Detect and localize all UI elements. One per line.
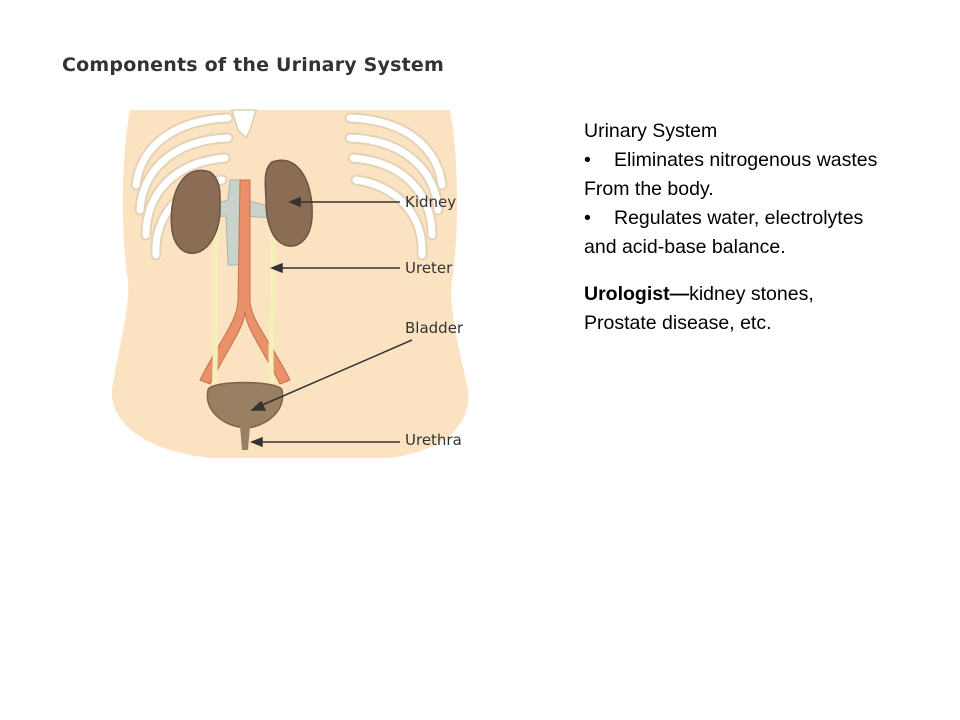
urologist-description: kidney stones, [689,283,814,305]
bullet-continuation: From the body. [584,178,714,200]
urologist-term: Urologist— [584,283,690,305]
bullet-symbol: • [584,207,591,229]
urologist-continuation: Prostate disease, etc. [584,312,772,334]
diagram-title: Components of the Urinary System [62,54,445,76]
text-panel: Urinary System • Eliminates nitrogenous w… [584,117,954,338]
bullet-text: Regulates water, electrolytes [614,207,864,229]
urologist-line: Urologist—kidney stones, [584,280,954,309]
bullet-text: Eliminates nitrogenous wastes [614,149,878,171]
bladder-label: Bladder [405,319,464,337]
kidney-label: Kidney [405,193,457,211]
sternum [230,109,258,140]
bullet-continuation: and acid-base balance. [584,236,786,258]
urinary-system-illustration [111,109,469,458]
bullet-item: • Eliminates nitrogenous wastes [584,146,954,175]
paragraph-gap [584,262,954,280]
ureter-left [211,221,221,391]
bullet-symbol: • [584,149,591,171]
aorta [199,179,291,385]
urethra [240,426,250,450]
panel-heading: Urinary System [584,120,718,142]
pointer-lines [249,196,413,448]
ureter-label: Ureter [405,259,453,277]
urethra-label: Urethra [405,431,462,449]
ureter-right [267,221,276,391]
kidney-right [264,159,313,247]
bullet-item: • Regulates water, electrolytes [584,204,954,233]
bladder [206,381,284,429]
kidney-left [170,169,221,255]
